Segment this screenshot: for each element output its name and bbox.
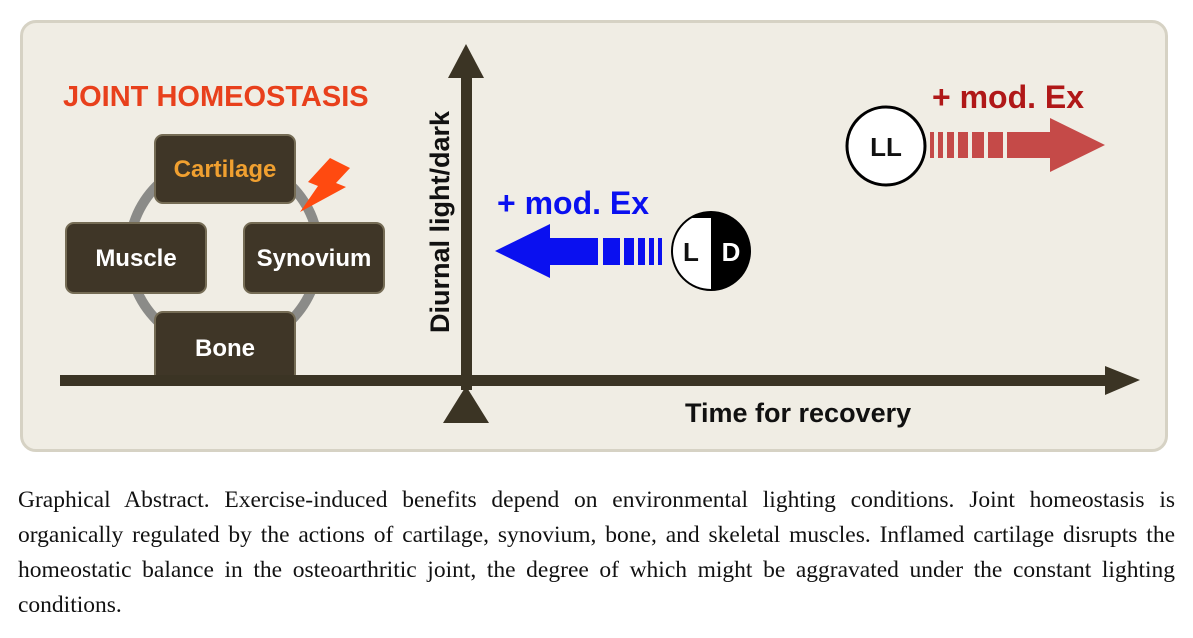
figure-caption: Graphical Abstract. Exercise-induced ben… bbox=[18, 483, 1175, 623]
node-cartilage: Cartilage bbox=[154, 134, 296, 204]
node-muscle: Muscle bbox=[65, 222, 207, 294]
y-axis bbox=[443, 44, 489, 423]
ld-exercise-label: + mod. Ex bbox=[497, 185, 649, 221]
synovium-label: Synovium bbox=[257, 245, 372, 272]
ld-exercise-arrow bbox=[495, 224, 662, 278]
caption-text: Graphical Abstract. Exercise-induced ben… bbox=[18, 487, 1175, 618]
node-synovium: Synovium bbox=[243, 222, 385, 294]
cartilage-label: Cartilage bbox=[174, 156, 277, 183]
ll-exercise-arrow bbox=[930, 118, 1105, 172]
muscle-label: Muscle bbox=[95, 245, 176, 272]
y-axis-label: Diurnal light/dark bbox=[425, 110, 455, 333]
x-axis-label: Time for recovery bbox=[685, 398, 911, 428]
lightning-icon bbox=[300, 158, 350, 212]
node-bone: Bone bbox=[154, 311, 296, 383]
diagram-canvas: JOINT HOMEOSTASIS Cartilage Muscle Synov… bbox=[60, 44, 1140, 428]
light-dark-cycle-icon: L D bbox=[671, 211, 751, 291]
constant-light-icon: LL bbox=[845, 105, 927, 187]
bone-label: Bone bbox=[195, 335, 255, 362]
ll-exercise-label: + mod. Ex bbox=[932, 79, 1084, 115]
x-axis bbox=[60, 366, 1140, 395]
ll-label: LL bbox=[870, 132, 902, 162]
ld-dark-letter: D bbox=[722, 237, 741, 267]
diagram-title: JOINT HOMEOSTASIS bbox=[63, 81, 369, 113]
ld-light-letter: L bbox=[683, 237, 699, 267]
